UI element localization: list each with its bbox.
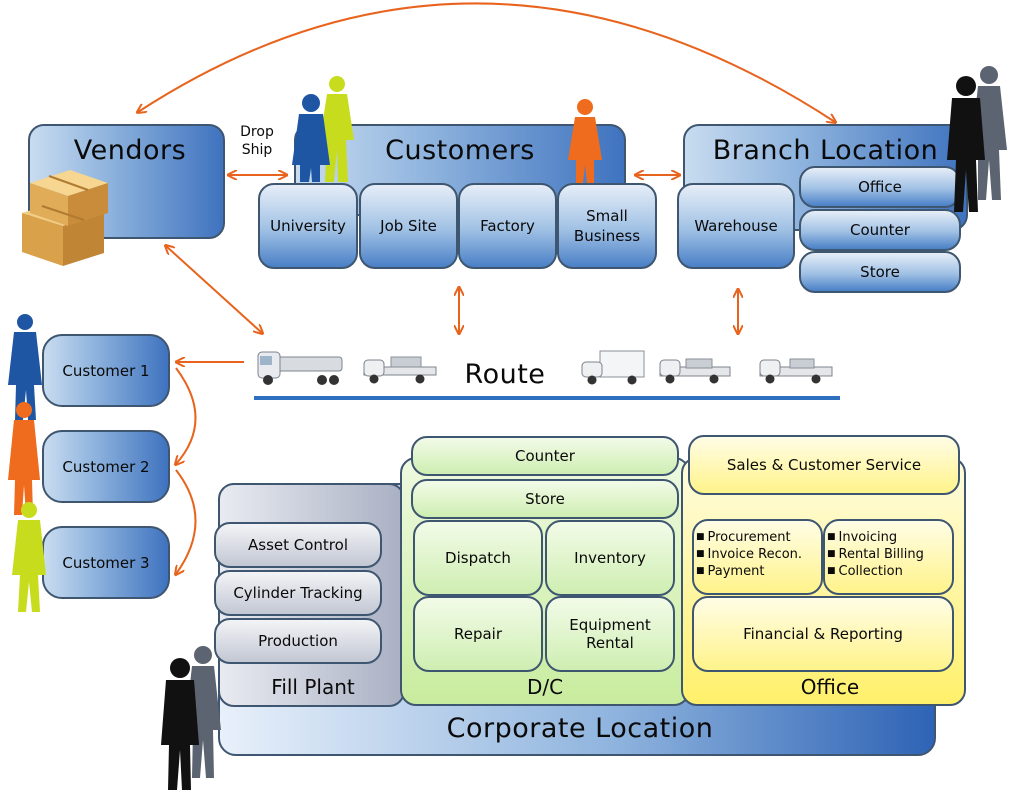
dc-title: D/C: [526, 675, 564, 699]
tow-truck-icon: [257, 351, 343, 385]
office-title: Office: [800, 675, 860, 699]
vendors-title: Vendors: [73, 135, 187, 166]
repair-label: Repair: [453, 625, 503, 643]
customer-segment-job-site[interactable]: Job Site: [359, 183, 458, 269]
pickup-truck-icon-2: [759, 358, 833, 384]
procurement-list: Procurement Invoice Recon. Payment: [696, 530, 803, 581]
branch-counter[interactable]: Counter: [799, 209, 961, 251]
vendors-branch-arrow: [138, 2, 835, 122]
customer1-customer2-arrow: [176, 367, 197, 464]
office-sales-customer-service[interactable]: Sales & Customer Service: [688, 435, 960, 495]
person-gray-icon-branch: [971, 66, 1007, 200]
procurement-item: Procurement: [696, 530, 802, 547]
branch-warehouse[interactable]: Warehouse: [677, 183, 795, 269]
drop-ship-text: Drop Ship: [240, 124, 274, 158]
person-gray-icon-corporate: [185, 646, 221, 778]
asset-control-label: Asset Control: [248, 536, 348, 554]
inventory-label: Inventory: [574, 549, 646, 567]
route-customer-2[interactable]: Customer 2: [42, 430, 170, 503]
person-yellow-icon-customer3: [12, 502, 46, 612]
small-business-label: Small Business: [573, 207, 641, 245]
vendors-route-arrow: [166, 246, 262, 333]
customer-segment-university[interactable]: University: [258, 183, 358, 269]
customer2-customer3-arrow: [176, 469, 197, 574]
route-line: [254, 396, 840, 400]
equipment-rental-label: Equipment Rental: [569, 616, 651, 652]
payment-item: Payment: [696, 564, 802, 581]
branch-location-title: Branch Location: [712, 135, 939, 166]
rental-billing-item: Rental Billing: [827, 547, 924, 564]
financial-reporting-label: Financial & Reporting: [743, 625, 903, 643]
branch-office-label: Office: [858, 178, 902, 196]
dc-counter[interactable]: Counter: [411, 436, 679, 476]
dc-repair[interactable]: Repair: [413, 596, 543, 672]
job-site-label: Job Site: [380, 217, 437, 235]
box-truck-icon: [581, 350, 645, 385]
person-orange-icon-customer2: [8, 402, 40, 515]
dc-dispatch[interactable]: Dispatch: [413, 520, 543, 596]
drop-ship-label: Drop Ship: [232, 123, 282, 159]
dc-inventory[interactable]: Inventory: [545, 520, 675, 596]
branch-store-label: Store: [860, 263, 900, 281]
sales-customer-service-label: Sales & Customer Service: [726, 456, 922, 474]
fill-plant-title: Fill Plant: [271, 675, 355, 699]
customer-segment-small-business[interactable]: Small Business: [557, 183, 657, 269]
customers-title: Customers: [385, 135, 535, 166]
fill-plant-asset-control[interactable]: Asset Control: [214, 522, 382, 568]
customer-segment-factory[interactable]: Factory: [458, 183, 557, 269]
route-customer-3[interactable]: Customer 3: [42, 526, 170, 599]
route-customer-1[interactable]: Customer 1: [42, 334, 170, 407]
cylinder-tracking-label: Cylinder Tracking: [233, 584, 363, 602]
person-blue-icon-customer1: [8, 314, 42, 420]
dispatch-label: Dispatch: [445, 549, 511, 567]
invoicing-item: Invoicing: [827, 530, 924, 547]
corporate-location-title: Corporate Location: [446, 713, 714, 744]
dc-store-label: Store: [525, 490, 565, 508]
invoice-recon-item: Invoice Recon.: [696, 547, 803, 564]
dc-store[interactable]: Store: [411, 479, 679, 519]
fill-plant-production[interactable]: Production: [214, 618, 382, 664]
person-black-icon-corporate: [161, 658, 199, 790]
office-financial-reporting[interactable]: Financial & Reporting: [692, 596, 954, 672]
route-title: Route: [464, 359, 546, 390]
branch-store[interactable]: Store: [799, 251, 961, 293]
invoicing-list: Invoicing Rental Billing Collection: [827, 530, 924, 581]
fill-plant-cylinder-tracking[interactable]: Cylinder Tracking: [214, 570, 382, 616]
factory-label: Factory: [480, 217, 535, 235]
branch-counter-label: Counter: [850, 221, 910, 239]
dc-counter-label: Counter: [515, 447, 575, 465]
customer-2-label: Customer 2: [62, 457, 150, 476]
collection-item: Collection: [827, 564, 924, 581]
university-label: University: [270, 217, 346, 235]
flatbed-truck-icon: [363, 356, 437, 384]
customer-3-label: Customer 3: [62, 553, 150, 572]
pickup-truck-icon-1: [659, 358, 731, 384]
customer-1-label: Customer 1: [62, 361, 150, 380]
dc-equipment-rental[interactable]: Equipment Rental: [545, 596, 675, 672]
branch-office[interactable]: Office: [799, 166, 961, 208]
warehouse-label: Warehouse: [694, 217, 778, 235]
production-label: Production: [258, 632, 338, 650]
